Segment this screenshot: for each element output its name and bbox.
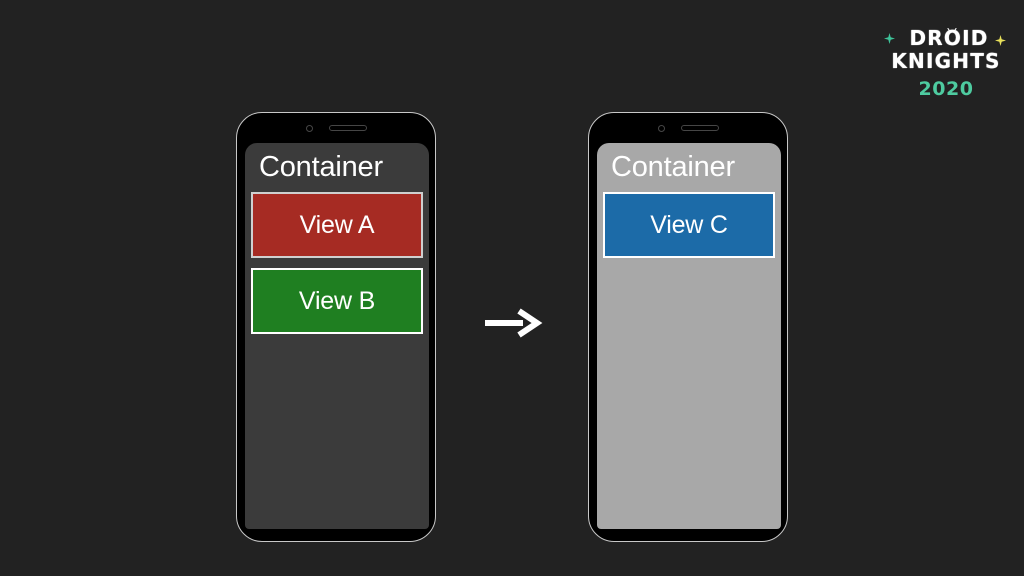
logo-wordmark: DROID KNIGHTS [884, 26, 1006, 76]
right-arrow-icon [483, 305, 543, 341]
container-label-after: Container [611, 151, 735, 183]
logo-line-droid: DROID [909, 26, 989, 50]
speaker-grille-icon [680, 125, 719, 131]
camera-icon [305, 124, 313, 132]
droid-knights-logo: DROID KNIGHTS 2020 [884, 26, 1006, 100]
phone-mockup-before: Container View A View B [236, 112, 436, 542]
phone-screen-before: Container View A View B [245, 143, 429, 529]
camera-icon [657, 124, 665, 132]
phone-mockup-after: Container View C [588, 112, 788, 542]
logo-year: 2020 [918, 78, 974, 100]
logo-line-knights: KNIGHTS [891, 49, 1001, 73]
phone-top-bezel-before [237, 113, 435, 143]
phone-screen-after: Container View C [597, 143, 781, 529]
container-label-before: Container [259, 151, 383, 183]
phone-top-bezel-after [589, 113, 787, 143]
view-box-c-label: View C [650, 210, 728, 239]
view-box-b: View B [251, 268, 423, 335]
view-box-a: View A [251, 192, 423, 259]
view-box-c: View C [603, 192, 775, 259]
speaker-grille-icon [328, 125, 367, 131]
view-box-b-label: View B [298, 286, 376, 315]
view-box-a-label: View A [299, 210, 375, 239]
sparkle-icon-left [884, 33, 895, 44]
sparkle-icon-right [995, 35, 1006, 46]
